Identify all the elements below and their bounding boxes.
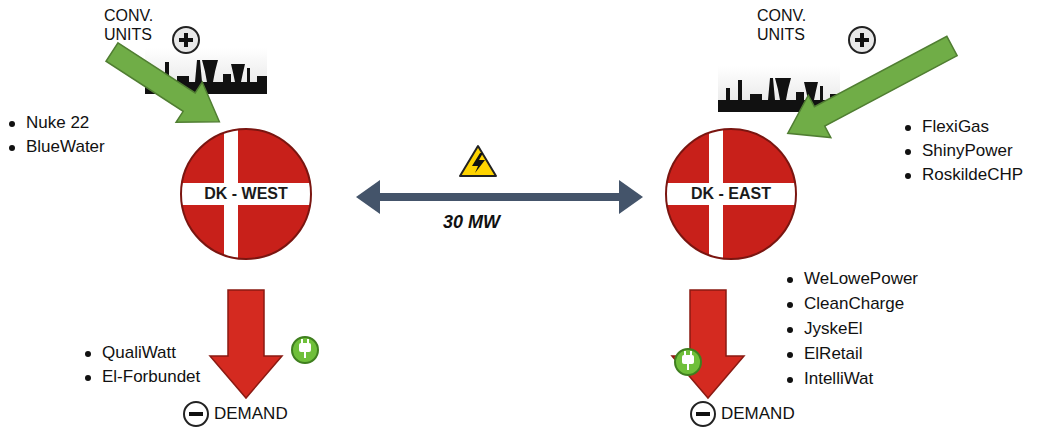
company-name: ShinyPower (900, 140, 1013, 162)
interconnector-arrow (356, 180, 643, 214)
region-circle: DK - WEST (178, 124, 314, 264)
supply-arrow (99, 32, 232, 142)
group-label: DEMAND (214, 403, 288, 425)
warning-sign (460, 146, 496, 176)
company-name: Nuke 22 (4, 112, 89, 134)
group-label: CONV. UNITS (104, 6, 178, 44)
demand-arrow (672, 290, 744, 398)
company-name: IntelliWat (782, 368, 873, 390)
region-circle: DK - EAST (663, 124, 799, 264)
company-name: JyskeEl (782, 318, 863, 340)
company-name: FlexiGas (900, 116, 989, 138)
company-name: BlueWater (4, 136, 105, 158)
plus-icon (849, 27, 875, 53)
company-name: WeLowePower (782, 268, 918, 290)
group-label: CONV. UNITS (757, 6, 831, 44)
company-name: RoskildeCHP (900, 164, 1023, 186)
capacity-label: 30 MW (440, 211, 503, 233)
minus-icon (691, 402, 715, 426)
demand-arrow (210, 290, 282, 398)
plus-icon (173, 27, 199, 53)
plug-icon (675, 349, 701, 375)
minus-icon (184, 402, 208, 426)
company-name: CleanCharge (782, 293, 904, 315)
group-label: DEMAND (721, 403, 795, 425)
region-name: DK - WEST (178, 183, 314, 205)
company-name: El-Forbundet (80, 366, 200, 388)
company-name: ElRetail (782, 343, 863, 365)
region-name: DK - EAST (663, 183, 799, 205)
company-name: QualiWatt (80, 342, 176, 364)
plug-icon (292, 337, 318, 363)
